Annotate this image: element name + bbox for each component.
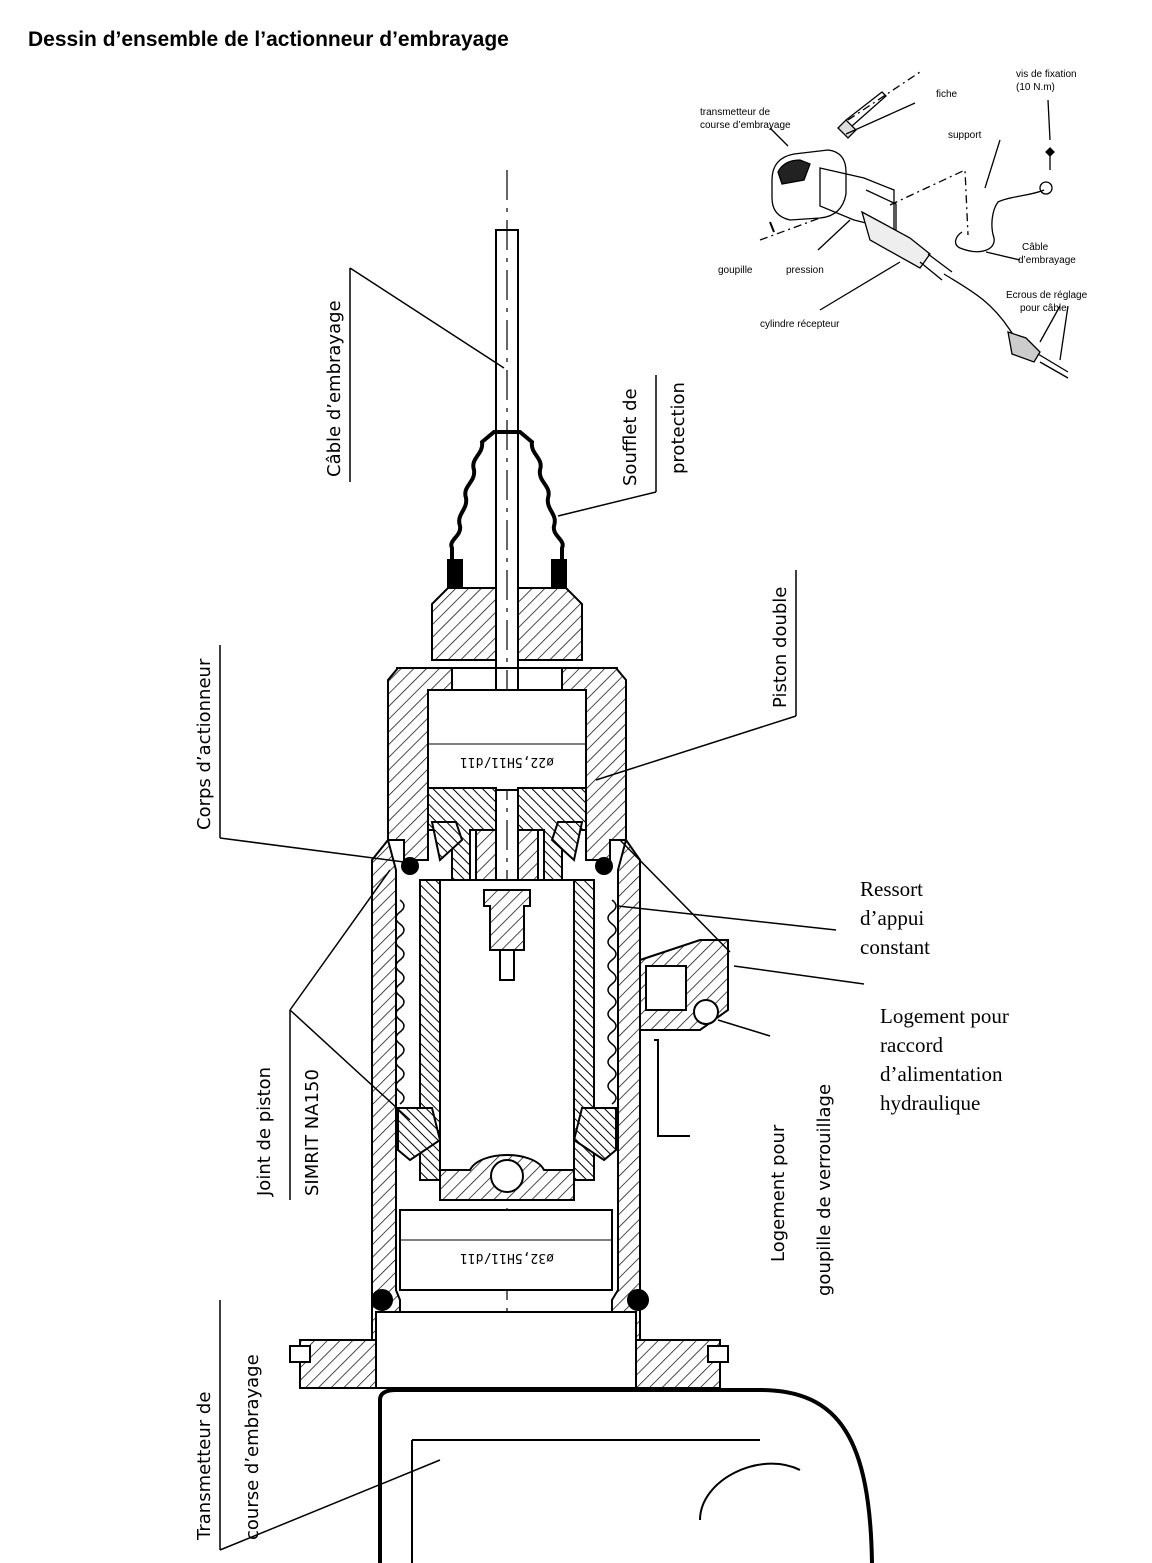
label-soufflet-1: Soufflet de xyxy=(620,388,641,486)
dimension-upper: ø22,5H11/d11 xyxy=(460,754,554,769)
inset-label-vis-2: (10 N.m) xyxy=(1016,82,1055,93)
label-raccord-4: hydraulique xyxy=(880,1091,980,1115)
label-joint-1: Joint de piston xyxy=(254,1067,275,1197)
inset-label-vis-1: vis de fixation xyxy=(1016,69,1077,80)
inset-sketch xyxy=(759,71,1069,379)
inset-label-cylindre: cylindre récepteur xyxy=(760,319,840,330)
label-raccord-2: raccord xyxy=(880,1033,943,1057)
inset-label-transmetteur-2: course d’embrayage xyxy=(700,120,791,131)
label-transmetteur-1: Transmetteur de xyxy=(194,1392,215,1541)
inset-label-fiche: fiche xyxy=(936,89,958,100)
label-ressort-1: Ressort xyxy=(860,877,923,901)
inset-label-cable-1: Câble xyxy=(1022,242,1049,253)
inset-label-pression: pression xyxy=(786,265,824,276)
inset-label-cable-2: d’embrayage xyxy=(1018,255,1076,266)
label-logement-goupille-1: Logement pour xyxy=(768,1124,789,1262)
actuator-section xyxy=(289,170,874,1563)
inset-label-support: support xyxy=(948,130,982,141)
label-ressort-2: d’appui xyxy=(860,906,924,930)
label-soufflet-2: protection xyxy=(668,382,689,474)
leader-lines xyxy=(219,267,865,1551)
label-raccord-3: d’alimentation xyxy=(880,1062,1003,1086)
label-raccord-1: Logement pour xyxy=(880,1004,1009,1028)
label-piston-double: Piston double xyxy=(770,587,791,708)
label-ressort-3: constant xyxy=(860,935,930,959)
label-corps-actionneur: Corps d’actionneur xyxy=(194,658,215,830)
inset-label-goupille: goupille xyxy=(718,265,753,276)
inset-label-ecrous-2: pour câble xyxy=(1020,303,1067,314)
label-joint-2: SIMRIT NA150 xyxy=(302,1069,323,1196)
dimension-lower: ø32,5H11/d11 xyxy=(460,1250,554,1265)
label-logement-goupille-2: goupille de verrouillage xyxy=(814,1084,835,1296)
label-transmetteur-2: course d’embrayage xyxy=(242,1354,263,1540)
page-title: Dessin d’ensemble de l’actionneur d’embr… xyxy=(28,28,509,51)
inset-label-transmetteur-1: transmetteur de xyxy=(700,107,770,118)
inset-label-ecrous-1: Ecrous de réglage xyxy=(1006,290,1088,301)
label-cable-embrayage: Câble d’embrayage xyxy=(324,300,345,477)
